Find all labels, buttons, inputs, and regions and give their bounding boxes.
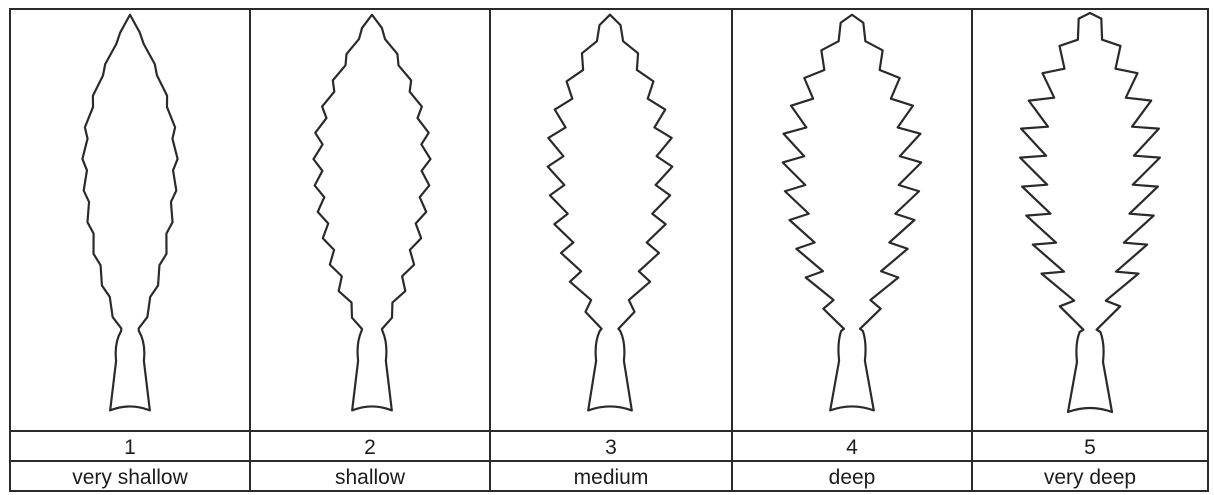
leaf-outline-1 xyxy=(82,15,177,411)
scale-label-4: deep xyxy=(733,460,973,490)
leaf-outline-4 xyxy=(783,15,921,411)
leaf-drawing-5 xyxy=(973,10,1207,430)
scale-label-3: medium xyxy=(491,460,733,490)
leaf-cell-5 xyxy=(973,10,1207,430)
scale-label-5: very deep xyxy=(973,460,1207,490)
scale-number-2: 2 xyxy=(251,430,491,460)
leaf-drawing-2 xyxy=(251,10,489,430)
scale-label-2: shallow xyxy=(251,460,491,490)
scale-label-1: very shallow xyxy=(11,460,251,490)
leaf-drawing-3 xyxy=(491,10,731,430)
leaf-cell-3 xyxy=(491,10,733,430)
leaf-drawing-1 xyxy=(11,10,249,430)
leaf-cell-4 xyxy=(733,10,973,430)
leaf-cell-2 xyxy=(251,10,491,430)
leaf-outline-5 xyxy=(1020,13,1160,412)
scale-number-3: 3 xyxy=(491,430,733,460)
leaf-drawing-4 xyxy=(733,10,971,430)
scale-number-4: 4 xyxy=(733,430,973,460)
leaf-outline-2 xyxy=(313,15,430,411)
leaf-cell-1 xyxy=(11,10,251,430)
leaf-outline-3 xyxy=(548,15,673,411)
scale-number-5: 5 xyxy=(973,430,1207,460)
leaf-incision-scale-table: 1 2 3 4 5 very shallow shallow medium de… xyxy=(9,8,1209,492)
scale-grid: 1 2 3 4 5 very shallow shallow medium de… xyxy=(11,10,1207,490)
scale-number-1: 1 xyxy=(11,430,251,460)
